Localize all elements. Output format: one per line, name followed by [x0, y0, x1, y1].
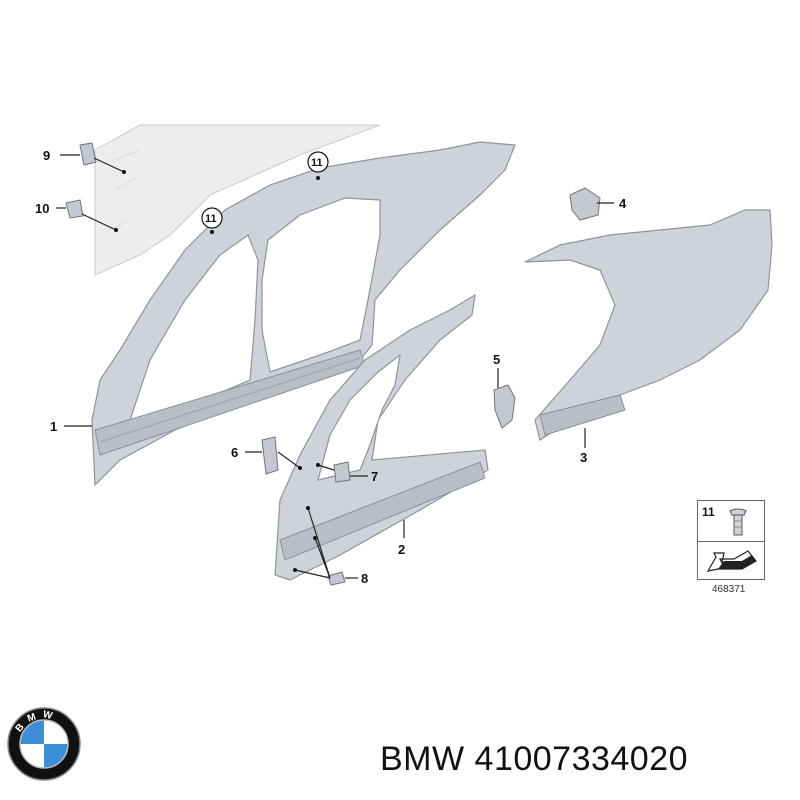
callout-11-circle-top: 11 [307, 151, 329, 173]
part-6-bracket [261, 436, 279, 475]
callout-10: 10 [35, 201, 49, 216]
legend-divider [698, 541, 764, 542]
callout-11-circle-left: 11 [201, 207, 223, 229]
callout-6: 6 [231, 445, 238, 460]
callout-11-left: 11 [205, 213, 217, 225]
callout-2: 2 [398, 542, 405, 557]
part-10-clip [65, 199, 84, 219]
part-3-rear-quarter [524, 209, 773, 441]
part-7-bracket [333, 461, 351, 483]
part-5-bracket [493, 384, 516, 429]
callout-3: 3 [580, 450, 587, 465]
part-8-clip [327, 571, 346, 586]
callout-7: 7 [371, 469, 378, 484]
diagram-reference-number: 468371 [712, 584, 746, 595]
part-4-bracket [569, 187, 601, 221]
legend-box: 11 [697, 500, 765, 580]
callout-8: 8 [361, 571, 368, 586]
part-1-side-frame [91, 141, 516, 487]
callout-9: 9 [43, 148, 50, 163]
part-2-b-pillar-sill [274, 293, 489, 581]
callout-5: 5 [493, 352, 500, 367]
callout-11-top: 11 [311, 157, 323, 169]
leader-dots [114, 170, 320, 572]
bolt-icon [729, 508, 747, 536]
callout-4: 4 [619, 196, 627, 211]
brand-part-number: BMW 41007334020 [380, 740, 689, 778]
part-9-clip [79, 142, 97, 166]
ghost-panel [94, 124, 381, 276]
arrow-icon [706, 550, 757, 572]
legend-part-number: 11 [702, 505, 715, 519]
callout-1: 1 [50, 419, 57, 434]
bmw-logo-icon: BMW [7, 707, 81, 781]
